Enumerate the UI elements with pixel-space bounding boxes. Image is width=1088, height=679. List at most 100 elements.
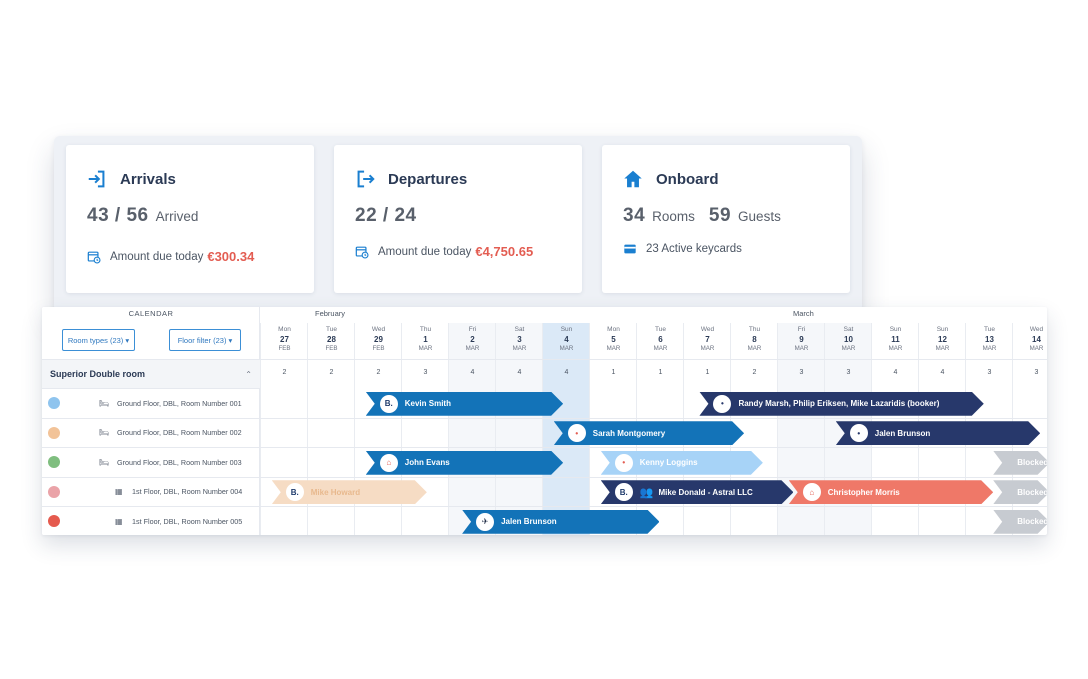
day-month: FEB: [278, 344, 291, 352]
room-name: Ground Floor, DBL, Room Number 002: [117, 428, 242, 438]
room-name: Ground Floor, DBL, Room Number 001: [117, 398, 242, 408]
booking-bar[interactable]: •Kenny Loggins: [601, 451, 763, 475]
day-number: 9: [799, 334, 804, 344]
onboard-guests-count: 59: [708, 205, 732, 226]
day-month: MAR: [559, 344, 574, 352]
day-of-week: Mon: [278, 326, 291, 333]
day-of-week: Wed: [1029, 326, 1044, 333]
day-number: 29: [374, 334, 383, 344]
booking-bar[interactable]: B.👥Mike Donald - Astral LLC: [601, 480, 794, 504]
day-availability: 3: [987, 369, 992, 376]
day-number: 1: [423, 334, 428, 344]
arrivals-amount-value: €300.34: [207, 249, 255, 264]
room-status-dot: [48, 397, 60, 410]
booking-channel-icon: •: [568, 424, 586, 442]
booking-bar[interactable]: •Jalen Brunson: [836, 421, 1040, 445]
booking-bar[interactable]: ⌂John Evans: [366, 451, 563, 475]
calendar-clock-icon: [355, 246, 369, 259]
day-month: MAR: [841, 344, 856, 352]
booking-guest-name: Kenny Loggins: [639, 458, 698, 468]
building-icon: ▦: [115, 516, 123, 526]
day-month: FEB: [372, 344, 385, 352]
departures-amount-row: Amount due today €4,750.65: [355, 244, 533, 259]
day-of-week: Thu: [748, 326, 761, 333]
day-of-week: Tue: [655, 326, 666, 333]
day-number: 14: [1032, 334, 1041, 344]
room-row[interactable]: 🛏Ground Floor, DBL, Room Number 001: [42, 389, 260, 419]
day-availability: 2: [376, 369, 381, 376]
day-number: 2: [470, 334, 475, 344]
room-name: Ground Floor, DBL, Room Number 003: [117, 457, 242, 467]
departures-header: Departures: [354, 167, 467, 191]
day-month: FEB: [325, 344, 338, 352]
booking-bar[interactable]: B.Mike Howard: [272, 480, 427, 504]
day-availability: 2: [329, 369, 334, 376]
day-number: 4: [564, 334, 569, 344]
day-availability: 4: [893, 369, 898, 376]
room-row[interactable]: 🛏Ground Floor, DBL, Room Number 003: [42, 448, 260, 478]
room-name: 1st Floor, DBL, Room Number 005: [132, 516, 243, 526]
room-row[interactable]: 🛏Ground Floor, DBL, Room Number 002: [42, 419, 260, 448]
credit-card-icon: [624, 244, 636, 254]
room-group-row[interactable]: Superior Double room ⌃: [42, 359, 260, 389]
logout-icon: [357, 170, 375, 188]
day-of-week: Sun: [889, 326, 902, 333]
booking-bar[interactable]: • Sarah Montgomery: [554, 421, 744, 445]
booking-bar[interactable]: B.Kevin Smith: [366, 392, 563, 416]
day-availability: 3: [1034, 369, 1039, 376]
booking-bar[interactable]: •Randy Marsh, Philip Eriksen, Mike Lazar…: [699, 392, 983, 416]
booking-bar[interactable]: ✈Jalen Brunson: [462, 510, 659, 534]
day-number: 8: [752, 334, 757, 344]
onboard-card[interactable]: Onboard 34 Rooms 59 Guests 23 Active key…: [602, 145, 850, 293]
room-row[interactable]: ▦1st Floor, DBL, Room Number 004: [42, 478, 260, 507]
room-status-dot: [48, 515, 60, 528]
arrivals-card[interactable]: Arrivals 43 / 56 Arrived Amount due toda…: [66, 145, 314, 293]
onboard-header: Onboard: [622, 167, 719, 191]
booking-channel-icon: B.: [615, 483, 633, 501]
departures-card[interactable]: Departures 22 / 24 Amount due today €4,7…: [334, 145, 582, 293]
day-of-week: Sat: [843, 326, 854, 333]
departures-count-row: 22 / 24: [355, 205, 417, 227]
booking-guest-name: Kevin Smith: [404, 399, 451, 409]
login-icon: [88, 170, 105, 188]
booking-guest-name: Sarah Montgomery: [592, 428, 666, 438]
room-status-dot: [48, 426, 60, 439]
day-month: MAR: [982, 344, 997, 352]
day-month: MAR: [888, 344, 903, 352]
building-icon: ▦: [115, 487, 123, 497]
chevron-up-icon[interactable]: ⌃: [245, 369, 252, 379]
arrivals-count-row: 43 / 56 Arrived: [87, 205, 198, 227]
departures-amount-value: €4,750.65: [475, 244, 534, 259]
booking-guest-name: Randy Marsh, Philip Eriksen, Mike Lazari…: [738, 399, 940, 409]
room-row[interactable]: ▦ 1st Floor, DBL, Room Number 005: [42, 507, 260, 535]
day-month: MAR: [512, 344, 527, 352]
floor-filter[interactable]: Floor filter (23) ▾: [169, 329, 241, 351]
day-availability: 3: [423, 369, 428, 376]
day-of-week: Sun: [936, 326, 949, 333]
day-availability: 3: [799, 369, 804, 376]
day-availability: 4: [470, 369, 475, 376]
booking-channel-icon: ⌂: [803, 483, 821, 501]
booking-bar[interactable]: ⌂Christopher Morris: [789, 480, 993, 504]
arrivals-unit: Arrived: [155, 209, 199, 224]
arrivals-amount-row: Amount due today €300.34: [87, 249, 254, 264]
room-types-filter[interactable]: Room types (23) ▾: [62, 329, 135, 351]
day-of-week: Wed: [700, 326, 715, 333]
day-number: 13: [985, 334, 994, 344]
onboard-title: Onboard: [656, 170, 719, 188]
day-availability: 1: [705, 369, 710, 376]
room-status-dot: [48, 456, 60, 469]
